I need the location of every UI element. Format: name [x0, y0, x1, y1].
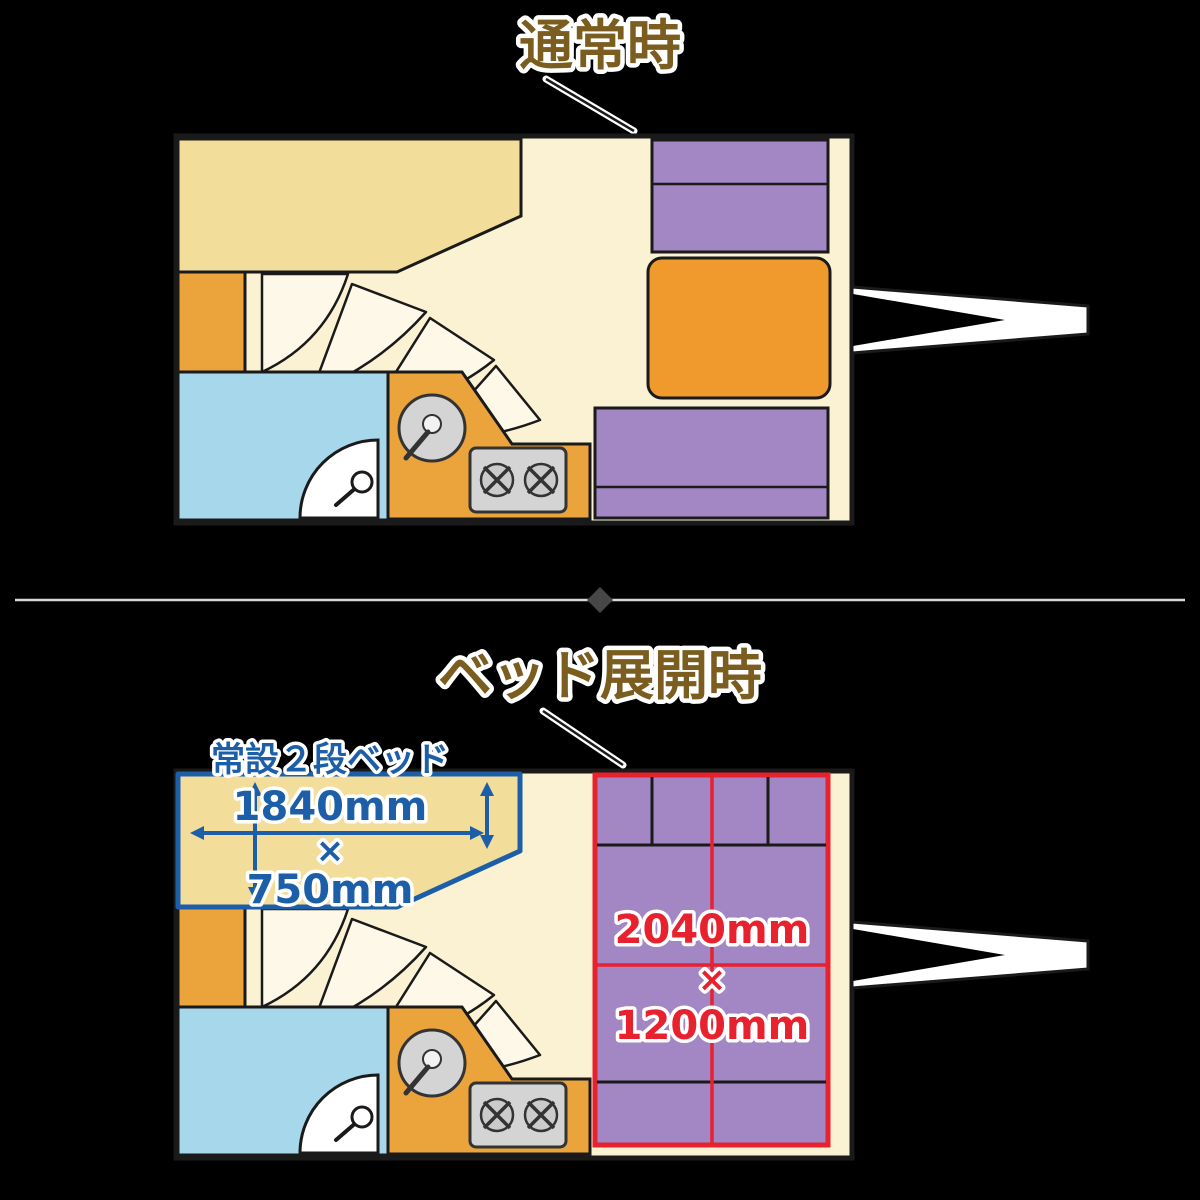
bunk-bed-outline	[175, 771, 523, 910]
main-bed	[592, 772, 831, 1148]
bunk-width-arrow	[248, 782, 262, 901]
wet-bath	[176, 370, 390, 522]
trailer-hitch	[850, 285, 1090, 355]
bunk-times-label: ×	[316, 831, 345, 871]
step-wedge	[260, 907, 350, 1009]
normal-title: 通常時	[519, 14, 681, 77]
floorplan-normal	[173, 133, 1090, 526]
bunk-width-arrow-right	[480, 782, 494, 849]
hitch-frame-notch	[853, 929, 1005, 981]
bed-width-label: 1200mm	[615, 1003, 810, 1049]
burner-left	[479, 1097, 515, 1133]
bed-mode-title: ベッド展開時	[438, 644, 762, 707]
divider-diamond	[587, 587, 613, 613]
kitchen	[386, 1005, 592, 1156]
main-bed-dimensions: 2040mm × 1200mm	[611, 904, 813, 1053]
bed-length-label: 2040mm	[615, 907, 810, 953]
step-wedge	[260, 272, 350, 374]
bed-center-lines	[597, 777, 826, 1143]
hitch-frame-notch	[853, 294, 1005, 346]
floorplan-bed-mode: 常設２段ベッド 1840mm × 750mm 2040mm × 1200mm	[173, 737, 1090, 1161]
bed-title-leader	[539, 707, 627, 769]
bunk-dimensions: 常設２段ベッド 1840mm × 750mm	[190, 737, 494, 917]
sink-faucet	[403, 429, 431, 461]
shower-fixture	[350, 470, 374, 494]
sink-drain	[422, 414, 442, 434]
burner-right	[523, 1097, 559, 1133]
kitchen	[386, 370, 592, 521]
wet-bath	[176, 1005, 390, 1157]
bunk-length-label: 1840mm	[233, 784, 428, 830]
sink-faucet	[403, 1064, 431, 1096]
dinette-table	[646, 256, 832, 400]
bunk-bed-label: 常設２段ベッド	[211, 740, 449, 780]
shower-fixture	[350, 1105, 374, 1129]
normal-title-leader	[542, 75, 638, 135]
burner-right	[523, 462, 559, 498]
bunk-length-arrow	[190, 826, 484, 840]
bed-times-label: ×	[698, 960, 727, 1000]
dinette	[593, 138, 832, 520]
trailer-hitch	[850, 920, 1090, 990]
shower-door-arc	[298, 438, 380, 520]
shower-door-arc	[298, 1073, 380, 1155]
bench-seat-lower	[593, 406, 830, 520]
bunk-bed-area	[176, 137, 523, 274]
burner-left	[479, 462, 515, 498]
storage-cabinet	[176, 905, 247, 1009]
bench-seat-upper	[650, 138, 830, 254]
sink-drain	[422, 1049, 442, 1069]
section-divider	[15, 587, 1185, 613]
storage-cabinet	[176, 270, 247, 374]
bunk-width-label: 750mm	[247, 867, 414, 913]
